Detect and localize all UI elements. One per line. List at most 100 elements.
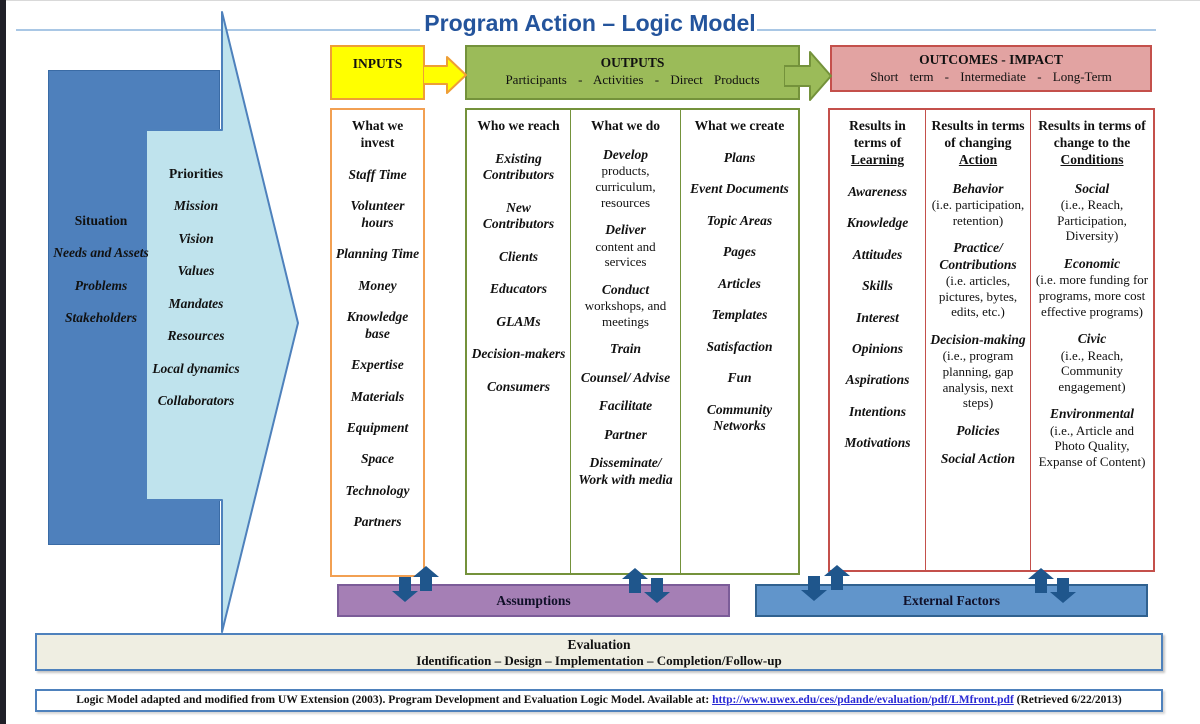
list-item: Planning Time: [335, 246, 420, 262]
list-item: Needs and Assets: [51, 245, 151, 261]
column-results-action: Results in terms of changing Action Beha…: [925, 110, 1030, 570]
column-header: What we do: [571, 110, 680, 135]
outcomes-title: OUTCOMES - IMPACT: [919, 52, 1063, 67]
list-item: Existing Contributors: [470, 151, 567, 184]
list-item: Technology: [335, 483, 420, 499]
list-item: Templates: [684, 307, 795, 323]
item-term: Skills: [862, 278, 893, 294]
evaluation-subtitle: Identification – Design – Implementation…: [416, 653, 782, 668]
item-term: Volunteer hours: [350, 198, 405, 230]
item-term: Problems: [74, 277, 128, 293]
list-item: New Contributors: [470, 200, 567, 233]
column-header: What we invest: [332, 110, 423, 152]
column-items: Social(i.e., Reach, Participation, Diver…: [1031, 181, 1153, 470]
list-item: Staff Time: [335, 167, 420, 183]
item-term: Local dynamics: [152, 360, 240, 376]
list-item: Environmental(i.e., Article and Photo Qu…: [1034, 406, 1150, 469]
item-term: Topic Areas: [706, 212, 773, 228]
outputs-to-outcomes-arrow-icon: [784, 51, 832, 101]
list-item: Knowledge base: [335, 309, 420, 342]
column-header-text: What we invest: [351, 118, 404, 150]
list-item: Train: [574, 341, 677, 357]
list-item: Opinions: [833, 341, 922, 357]
evaluation-box: Evaluation Identification – Design – Imp…: [35, 633, 1163, 671]
list-item: Values: [150, 263, 242, 279]
citation-retrieved: (Retrieved 6/22/2013): [1013, 694, 1122, 706]
item-detail: (i.e., Reach, Participation, Diversity): [1057, 197, 1127, 244]
assumptions-box: Assumptions: [337, 584, 730, 617]
list-item: Satisfaction: [684, 339, 795, 355]
item-term: Facilitate: [598, 398, 653, 414]
item-term: Mission: [173, 198, 219, 214]
list-item: Partner: [574, 427, 677, 443]
list-item: Vision: [150, 231, 242, 247]
list-item: Intentions: [833, 404, 922, 420]
item-term: Materials: [350, 388, 405, 404]
list-item: Facilitate: [574, 398, 677, 414]
item-term: Planning Time: [335, 246, 420, 262]
item-term: Conduct: [601, 281, 650, 297]
list-item: Civic(i.e., Reach, Community engagement): [1034, 331, 1150, 394]
outcomes-box: OUTCOMES - IMPACT Short term - Intermedi…: [830, 45, 1152, 92]
list-item: Decision-making(i.e., program planning, …: [929, 332, 1027, 411]
citation-text: Logic Model adapted and modified from UW…: [76, 694, 713, 706]
outputs-box: OUTPUTS Participants - Activities - Dire…: [465, 45, 800, 100]
column-header-text: What we do: [590, 118, 660, 133]
item-detail: (i.e., program planning, gap analysis, n…: [942, 348, 1014, 411]
citation-box: Logic Model adapted and modified from UW…: [35, 689, 1163, 712]
list-item: Money: [335, 278, 420, 294]
item-term: Stakeholders: [64, 310, 137, 326]
page-title: Program Action – Logic Model: [424, 10, 756, 36]
list-item: Equipment: [335, 420, 420, 436]
item-term: Technology: [345, 482, 410, 498]
item-detail: (i.e. articles, pictures, bytes, edits, …: [938, 273, 1018, 320]
item-term: Money: [358, 277, 397, 293]
column-header-text: Who we reach: [477, 118, 560, 133]
item-term: Awareness: [847, 183, 907, 199]
list-item: Social(i.e., Reach, Participation, Diver…: [1034, 181, 1150, 244]
list-item: Knowledge: [833, 215, 922, 231]
situation-right-arrow-icon: [145, 11, 299, 633]
title-rule-left: [16, 29, 420, 31]
list-item: Event Documents: [684, 181, 795, 197]
list-item: Space: [335, 451, 420, 467]
list-item: Skills: [833, 278, 922, 294]
list-item: Aspirations: [833, 372, 922, 388]
citation-link[interactable]: http://www.uwex.edu/ces/pdande/evaluatio…: [712, 694, 1014, 706]
item-term: Environmental: [1049, 406, 1135, 422]
item-term: Motivations: [844, 435, 911, 451]
list-item: Topic Areas: [684, 213, 795, 229]
list-item: Interest: [833, 310, 922, 326]
item-term: Deliver: [605, 222, 646, 238]
item-term: Event Documents: [690, 181, 789, 197]
item-term: Space: [361, 451, 394, 467]
list-item: Problems: [51, 278, 151, 294]
list-item: Policies: [929, 423, 1027, 439]
title-rule-right: [757, 29, 1156, 31]
item-term: Plans: [723, 149, 756, 165]
list-item: Disseminate/ Work with media: [574, 455, 677, 488]
list-item: Pages: [684, 244, 795, 260]
item-term: Disseminate/ Work with media: [578, 455, 673, 487]
item-term: Needs and Assets: [53, 245, 149, 261]
item-term: Civic: [1077, 331, 1107, 347]
item-term: Values: [177, 263, 215, 279]
item-term: Expertise: [351, 357, 404, 373]
external-factors-label: External Factors: [902, 593, 1001, 608]
column-header: What we create: [681, 110, 798, 135]
item-term: Equipment: [346, 419, 409, 435]
list-item: Stakeholders: [51, 310, 151, 326]
item-term: Aspirations: [845, 372, 910, 388]
list-item: Awareness: [833, 184, 922, 200]
list-item: Mandates: [150, 296, 242, 312]
list-item: Clients: [470, 249, 567, 265]
item-term: Situation: [74, 213, 128, 228]
item-term: Mandates: [168, 295, 224, 311]
